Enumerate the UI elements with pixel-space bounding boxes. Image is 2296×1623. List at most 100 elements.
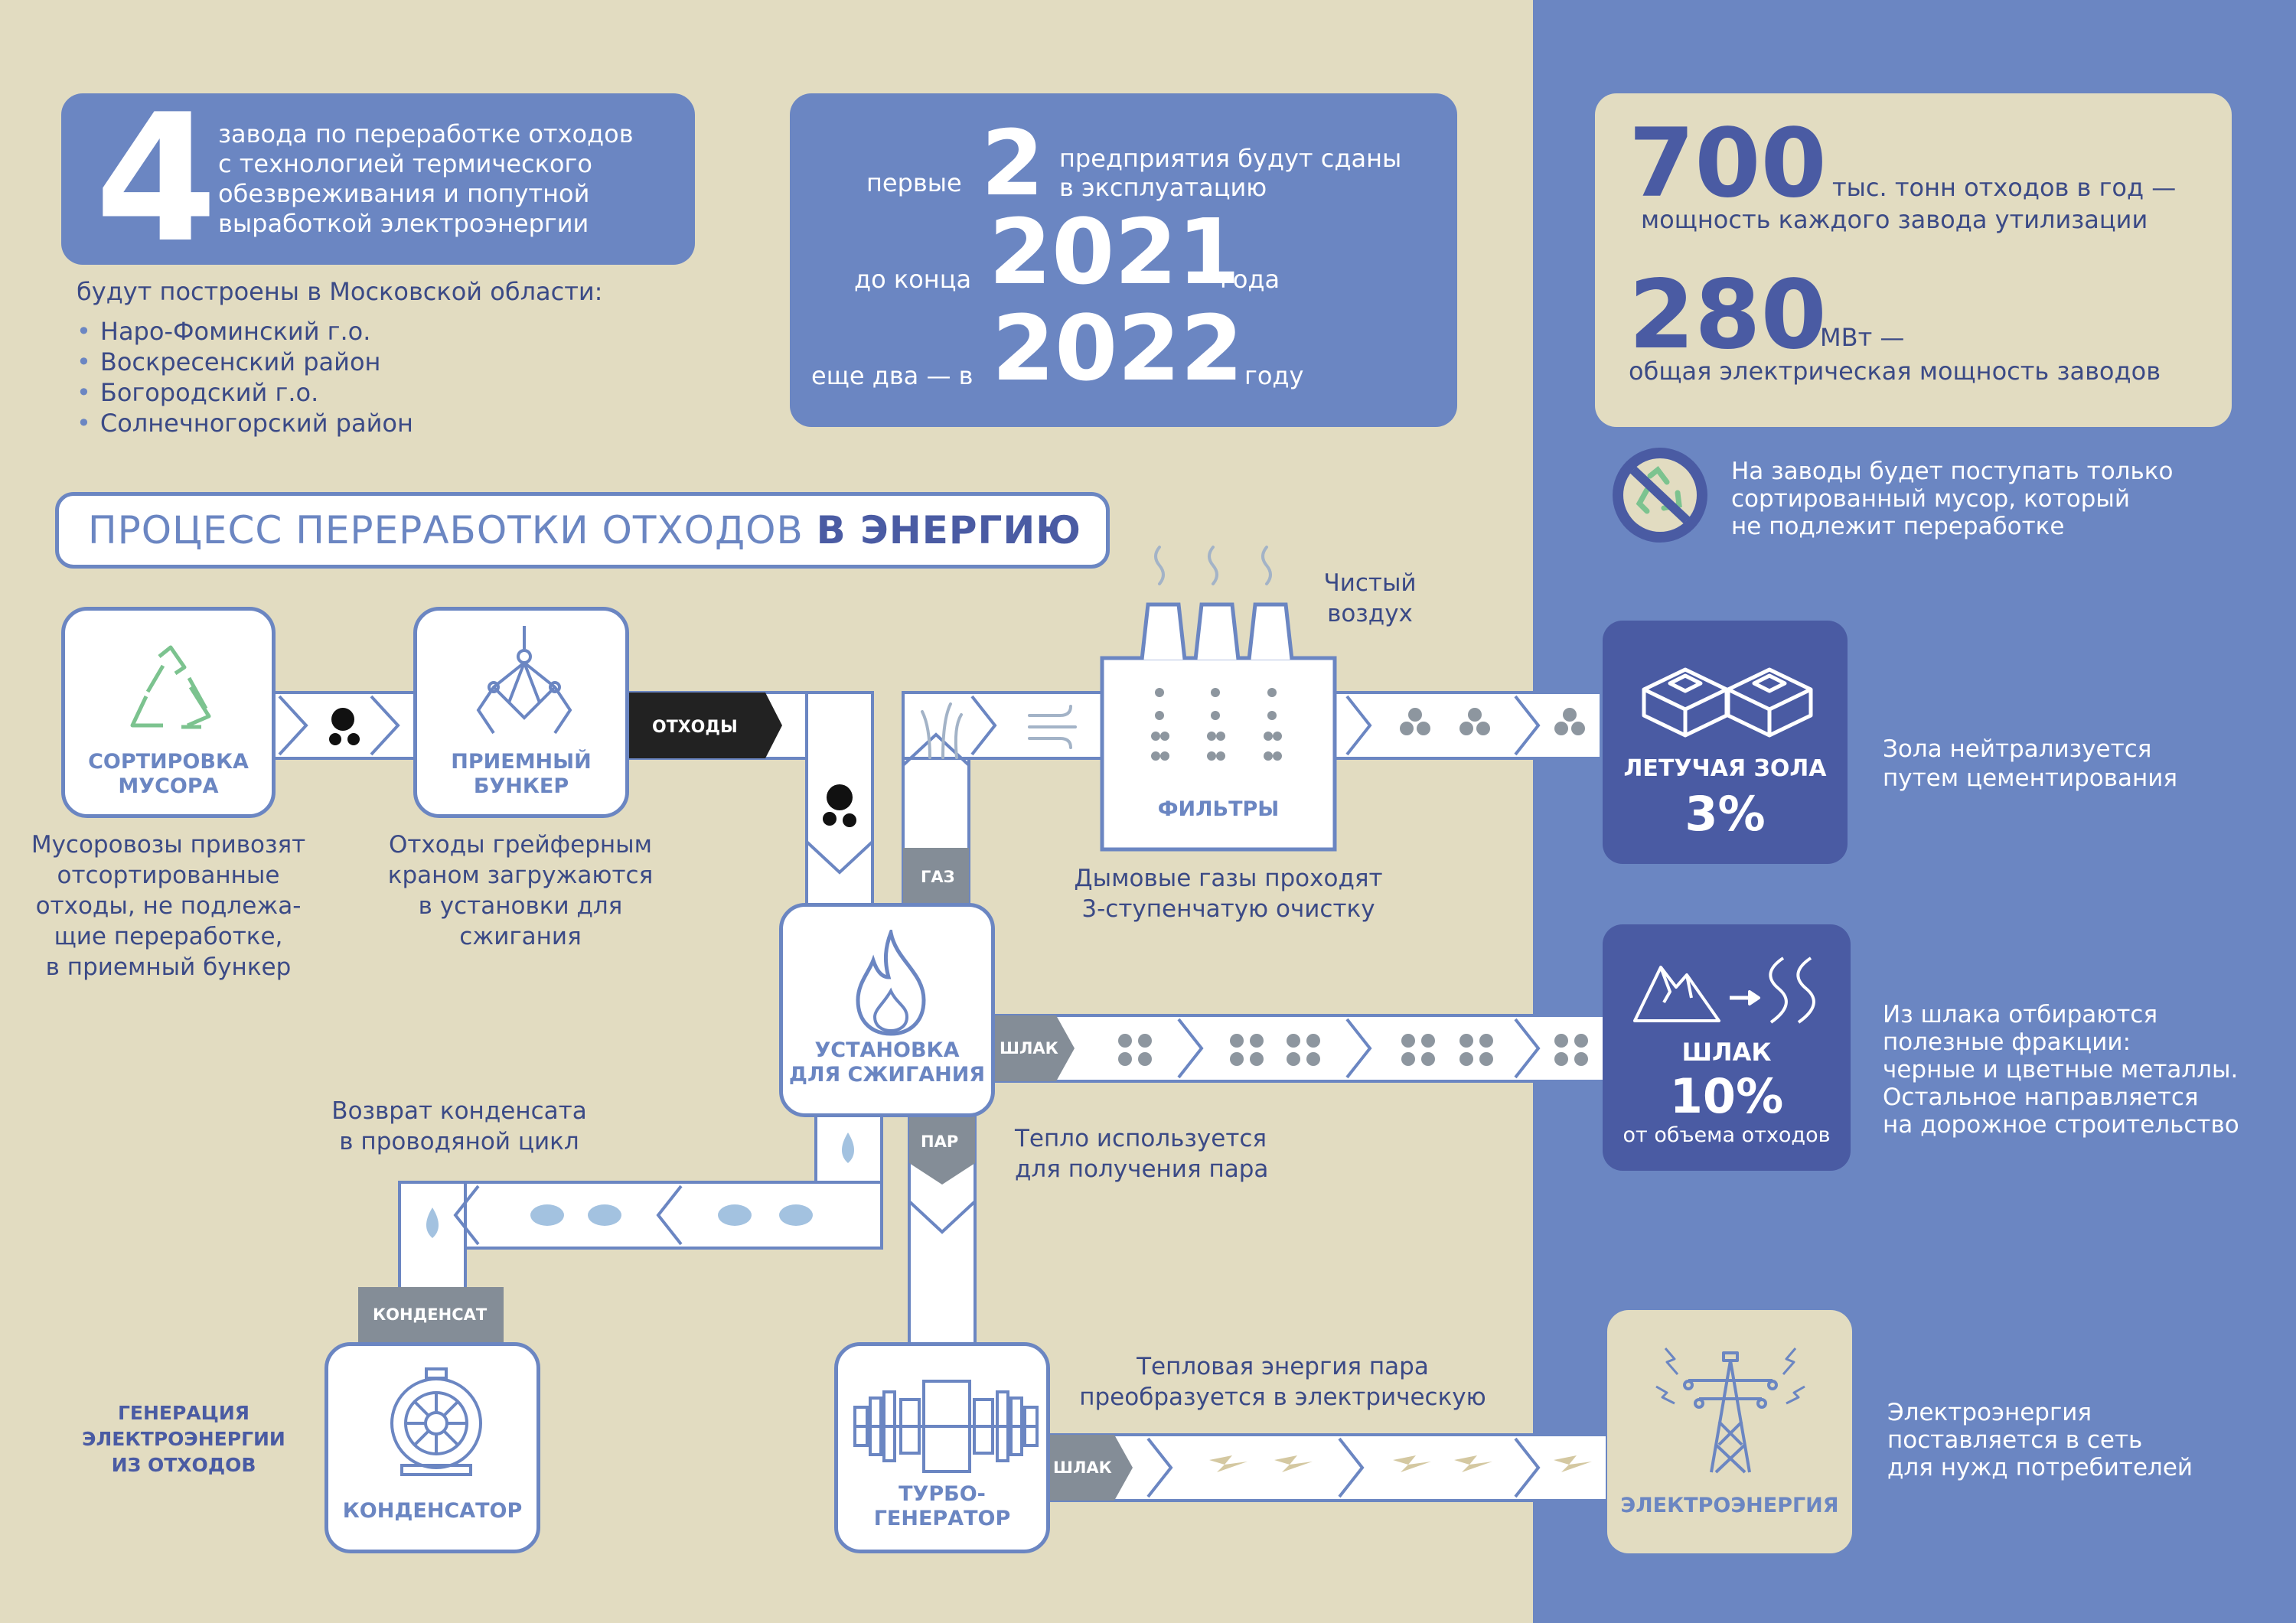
pipe-chevron bbox=[370, 695, 400, 756]
location-item: •Наро-Фоминский г.о. bbox=[77, 317, 371, 346]
slag-value: 10% bbox=[1669, 1068, 1784, 1124]
schedule-row2-prefix: до конца bbox=[854, 265, 972, 294]
node-condenser: КОНДЕНСАТОР bbox=[325, 1342, 540, 1553]
caption-line: Тепло используется bbox=[1015, 1125, 1267, 1152]
caption-line: краном загружаются bbox=[387, 862, 654, 889]
location-item: •Солнечногорский район bbox=[77, 409, 413, 438]
schedule-row1-prefix: первые bbox=[866, 168, 962, 197]
node-electricity: ЭЛЕКТРОЭНЕРГИЯ bbox=[1607, 1310, 1852, 1553]
fly-ash-label: ЛЕТУЧАЯ ЗОЛА bbox=[1623, 755, 1827, 782]
node-filters-label: ФИЛЬТРЫ bbox=[1157, 797, 1280, 821]
caption-line: ИЗ ОТХОДОВ bbox=[111, 1454, 256, 1476]
caption-line: отходы, не подлежа- bbox=[35, 892, 302, 920]
tag-slag: ШЛАК bbox=[1000, 1039, 1058, 1058]
node-incinerator-label-line: ДЛЯ СЖИГАНИЯ bbox=[788, 1063, 986, 1087]
location-item: •Богородский г.о. bbox=[77, 378, 319, 407]
caption-line: Из шлака отбираются bbox=[1883, 1001, 2158, 1028]
node-incinerator: УСТАНОВКА ДЛЯ СЖИГАНИЯ bbox=[779, 903, 995, 1117]
pipe-tags bbox=[358, 693, 1133, 1501]
pipe-chevron bbox=[656, 1185, 683, 1246]
node-turbine-label-line: ТУРБО- bbox=[899, 1482, 986, 1506]
caption-heat: Тепло используется для получения пара bbox=[1015, 1123, 1268, 1185]
waste-blob bbox=[823, 812, 837, 826]
caption-line: щие переработке, bbox=[54, 923, 283, 950]
caption-condensate-return: Возврат конденсата в проводяной цикл bbox=[306, 1096, 612, 1157]
electricity-label: ЭЛЕКТРОЭНЕРГИЯ bbox=[1620, 1494, 1839, 1517]
caption-line: 3-ступенчатую очистку bbox=[1081, 895, 1375, 923]
waste-blob bbox=[843, 813, 856, 827]
process-title-normal: ПРОЦЕСС ПЕРЕРАБОТКИ ОТХОДОВ bbox=[88, 508, 804, 552]
locations-list: •Наро-Фоминский г.о. •Воскресенский райо… bbox=[77, 316, 413, 438]
water-drop-icon bbox=[718, 1204, 752, 1226]
node-incinerator-label-line: УСТАНОВКА bbox=[814, 1038, 960, 1062]
sorted-note-line: не подлежит переработке bbox=[1731, 513, 2065, 540]
lightning-icon bbox=[1554, 1455, 1592, 1472]
cement-blocks-icon bbox=[1642, 667, 1813, 738]
recycle-icon bbox=[130, 645, 211, 729]
power-unit: МВт — bbox=[1820, 323, 1905, 352]
node-bunker: ПРИЕМНЫЙ БУНКЕР bbox=[413, 607, 629, 818]
plants-description-line: завода по переработке отходов bbox=[218, 119, 634, 148]
tag-slag-2: ШЛАК bbox=[1053, 1458, 1112, 1477]
caption-steam-energy: Тепловая энергия пара преобразуется в эл… bbox=[1068, 1351, 1497, 1413]
power-number: 280 bbox=[1629, 260, 1827, 370]
pipe-chevron bbox=[805, 840, 874, 875]
node-fly-ash: ЛЕТУЧАЯ ЗОЛА 3% bbox=[1603, 621, 1848, 864]
caption-sorting: Мусоровозы привозят отсортированные отхо… bbox=[15, 829, 321, 983]
lightning-icon bbox=[1454, 1455, 1492, 1472]
caption-generation: ГЕНЕРАЦИЯ ЭЛЕКТРОЭНЕРГИИ ИЗ ОТХОДОВ bbox=[77, 1400, 291, 1478]
location-item: •Воскресенский район bbox=[77, 347, 381, 376]
caption-filters: Дымовые газы проходят 3-ступенчатую очис… bbox=[1056, 863, 1401, 924]
caption-line: полезные фракции: bbox=[1883, 1028, 2131, 1056]
schedule-row1-suffix-line: предприятия будут сданы bbox=[1059, 144, 1402, 173]
sorted-note-line: сортированный мусор, который bbox=[1731, 485, 2130, 513]
tag-steam: ПАР bbox=[921, 1133, 959, 1151]
pipe-chevron bbox=[1514, 695, 1541, 756]
node-turbine-label-line: ГЕНЕРАТОР bbox=[873, 1507, 1011, 1530]
caption-line: Возврат конденсата bbox=[331, 1097, 587, 1125]
lightning-icon bbox=[1274, 1455, 1313, 1472]
pipe-chevron bbox=[1338, 1437, 1365, 1498]
caption-electricity: Электроэнергия поставляется в сеть для н… bbox=[1887, 1399, 2193, 1481]
filters-building-icon bbox=[1100, 602, 1337, 852]
schedule-row2-number: 2021 bbox=[989, 199, 1241, 305]
fly-ash-value: 3% bbox=[1684, 786, 1766, 842]
pipe-chevron bbox=[278, 695, 308, 756]
node-turbine-label: ТУРБО- ГЕНЕРАТОР bbox=[838, 1482, 1046, 1531]
water-drop-icon bbox=[530, 1204, 564, 1226]
node-slag: ШЛАК 10% от объема отходов bbox=[1603, 924, 1851, 1171]
pipe-chevron bbox=[970, 695, 997, 756]
tag-waste: ОТХОДЫ bbox=[652, 718, 738, 737]
caption-line: в приемный бункер bbox=[45, 953, 292, 981]
caption-fly-ash: Зола нейтрализуется путем цементирования bbox=[1883, 735, 2177, 793]
node-condenser-label: КОНДЕНСАТОР bbox=[342, 1499, 523, 1523]
capacity-number: 700 bbox=[1629, 109, 1827, 219]
capacity-caption: мощность каждого завода утилизации bbox=[1641, 205, 2148, 234]
water-drop-icon bbox=[842, 1133, 854, 1163]
slag-caption: от объема отходов bbox=[1623, 1123, 1831, 1147]
caption-line: в установки для bbox=[418, 892, 623, 920]
caption-line: Мусоровозы привозят bbox=[31, 831, 306, 859]
slag2-tag-shape bbox=[1049, 1435, 1133, 1501]
waste-blob bbox=[347, 733, 360, 745]
pipe-chevron bbox=[1345, 695, 1372, 756]
lightning-icon bbox=[1209, 1455, 1247, 1472]
caption-line: для получения пара bbox=[1015, 1155, 1269, 1183]
node-sorting-label-line: МУСОРА bbox=[118, 774, 219, 798]
caption-line: Электроэнергия bbox=[1887, 1399, 2092, 1426]
schedule-row1-suffix: предприятия будут сданы в эксплуатацию bbox=[1059, 144, 1401, 202]
pipe-condensate-down bbox=[398, 1181, 467, 1306]
node-bunker-label-line: ПРИЕМНЫЙ bbox=[451, 750, 592, 774]
plants-count-number: 4 bbox=[95, 77, 218, 282]
caption-line: Дымовые газы проходят bbox=[1074, 865, 1383, 892]
node-sorting-label-line: СОРТИРОВКА bbox=[88, 750, 249, 774]
node-sorting: СОРТИРОВКА МУСОРА bbox=[61, 607, 276, 818]
waste-blob bbox=[827, 784, 853, 810]
steam-tag-shape bbox=[909, 1110, 975, 1185]
schedule-row3-number: 2022 bbox=[992, 295, 1244, 401]
caption-line: Отходы грейферным bbox=[388, 831, 653, 859]
pipe-chevron bbox=[908, 1200, 977, 1234]
caption-line: сжигания bbox=[459, 923, 582, 950]
schedule-row3-prefix: еще два — в bbox=[811, 361, 974, 390]
schedule-card: первые 2 предприятия будут сданы в экспл… bbox=[790, 93, 1457, 427]
